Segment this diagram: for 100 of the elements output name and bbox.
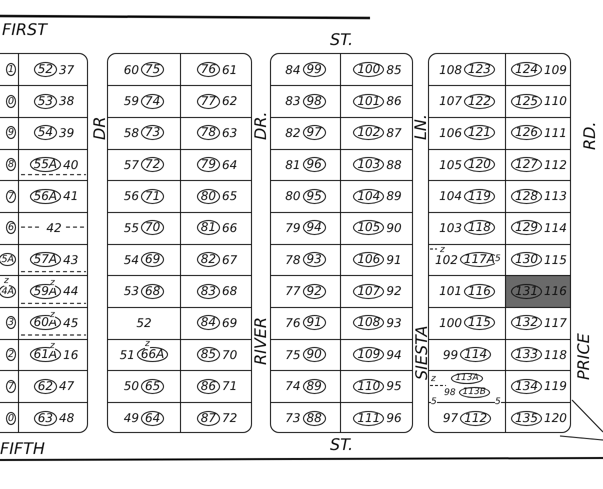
circled-parcel-number: 52 [34,62,57,78]
circled-parcel-number: 91 [302,315,326,330]
lot [429,339,506,372]
lot-mark: z [440,246,445,255]
lot [108,180,181,213]
lot [271,370,341,403]
street-name: ST. [330,437,354,453]
circled-parcel-number: 86 [196,378,220,394]
lot-number: 59 [124,94,139,108]
lot [429,212,506,245]
circled-parcel-number: 75 [141,62,164,78]
circled-parcel-number: 78 [196,125,220,140]
lot-number: 56 [124,189,139,204]
circled-parcel-number: 55A [30,157,62,172]
circled-parcel-number: 59A [30,284,62,299]
lot-number: 50 [124,379,139,394]
lot-number: 104 [439,189,462,204]
circled-parcel-number: 101 [353,94,384,109]
circled-parcel-number: 83 [196,284,220,299]
circled-parcel-number: 2 [6,348,16,362]
lot-number: 109 [544,62,567,77]
lot-mark: z [145,340,150,349]
circled-parcel-number: 6 [6,221,16,234]
lot-number: 41 [63,189,78,204]
lot-number: 43 [63,252,78,267]
circled-parcel-number: 77 [196,94,220,109]
circled-parcel-number: 79 [196,157,220,172]
circled-parcel-number: 4A [0,284,16,298]
circled-parcel-number: 108 [353,315,384,330]
circled-parcel-number: 90 [302,347,326,362]
lot-number: 39 [59,126,74,140]
lot-number: 81 [285,158,300,172]
lot-number: 77 [285,284,300,298]
street-name: DR [92,116,108,140]
lot [108,276,181,308]
lot-number: 75 [285,348,300,362]
circled-parcel-number: 110 [353,378,384,394]
circled-parcel-number: 95 [302,188,326,204]
circled-parcel-number: 68 [141,284,164,299]
city-block [270,53,413,433]
street-name: RD. [582,121,598,150]
lot [108,244,181,276]
lot-number: 49 [124,411,139,426]
lot-number: 84 [285,62,300,77]
lot-mark: z [50,279,55,288]
circled-parcel-number: 7 [6,190,16,203]
circled-parcel-number: 70 [141,220,164,236]
circled-parcel-number: 96 [302,157,326,172]
circled-parcel-number: 127 [511,157,542,172]
lot [271,180,341,213]
lot [506,276,570,308]
lot-number: 52 [136,316,152,330]
lot-number: 111 [544,126,567,140]
lot-number: 68 [222,284,238,298]
lot [271,54,341,86]
lot-mark: z [50,342,55,351]
circled-parcel-number: 72 [141,157,164,172]
circled-parcel-number: 57A [30,252,62,268]
circled-parcel-number: 53 [34,94,57,109]
lot [108,370,181,403]
lot-mark: 5 [431,398,437,407]
circled-parcel-number: 107 [353,284,384,299]
circled-parcel-number: 66A [136,347,168,362]
circled-parcel-number: 73 [141,125,164,140]
circled-parcel-number: 5A [0,253,16,266]
lot [271,86,341,118]
lot-number: 61 [222,62,238,77]
circled-parcel-number: 102 [353,125,384,140]
lot-number: 64 [222,158,238,172]
lot-number: 83 [285,94,300,108]
lot-number: 67 [222,252,238,267]
circled-parcel-number: 0 [6,94,16,108]
lot-number: 71 [222,379,238,394]
circled-parcel-number: 92 [302,284,326,299]
lot-number: 120 [544,411,567,426]
lot-number: 106 [439,126,462,140]
lot-number: 110 [544,94,567,108]
lot-number: 107 [439,94,462,108]
circled-parcel-number: 126 [511,125,542,140]
lot-number: 51 [120,348,135,362]
circled-parcel-number: 128 [511,188,542,204]
lot-number: 66 [222,220,238,235]
lot-number: 40 [63,158,78,172]
lot-number: 73 [285,411,300,426]
lot [271,212,341,245]
circled-parcel-number: 125 [511,94,542,109]
lot-number: 47 [59,379,74,394]
lot-number: 94 [386,348,402,362]
lot [429,54,506,86]
lot [271,117,341,150]
lot-number: 97 [442,411,458,426]
lot-number: 117 [544,316,567,330]
circled-parcel-number: 84 [196,315,220,330]
circled-parcel-number: 134 [511,378,542,394]
circled-parcel-number: 94 [302,220,326,236]
lot-number: 37 [59,62,74,77]
lot-number: 62 [222,94,238,108]
lot-mark: z [431,375,436,384]
lot-number: 65 [222,189,238,204]
lot-number: 98 [444,386,456,400]
